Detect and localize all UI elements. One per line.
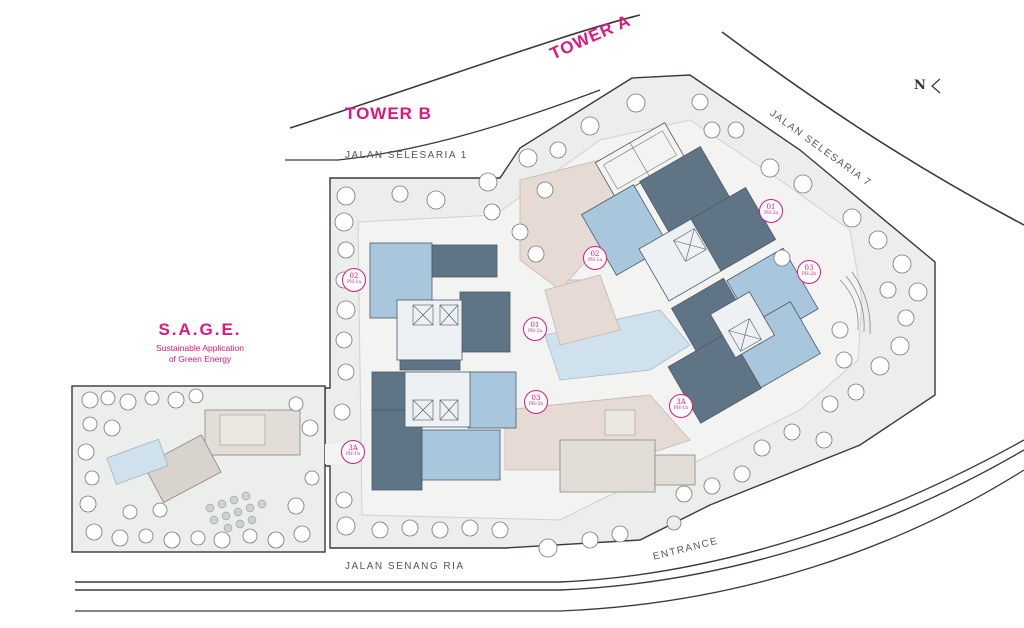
sage-title: S.A.G.E. <box>158 320 242 339</box>
unit-marker-tower-b-02[interactable]: 02 PH-1a <box>342 268 366 292</box>
sage-subtitle-line-2: of Green Energy <box>168 354 232 364</box>
unit-marker-tower-b-03[interactable]: 03 PH-2b <box>524 390 548 414</box>
sage-trees <box>77 388 320 549</box>
unit-code: PH-2b <box>801 272 817 277</box>
tower-b-footprint <box>369 242 517 491</box>
tower-a-cores <box>673 228 762 352</box>
unit-number: 03 <box>804 264 814 272</box>
sage-pavilion <box>143 434 222 504</box>
sage-solar-array <box>205 491 267 533</box>
unit-code: PH-1a <box>346 280 362 285</box>
tower-a-footprint <box>580 145 821 424</box>
unit-number: 01 <box>766 203 776 211</box>
road-selesaria7-edge <box>721 31 1024 226</box>
road-senang-ria-edge-1 <box>75 439 1024 583</box>
tower-b-cores <box>412 304 459 421</box>
unit-number: 01 <box>530 321 540 329</box>
unit-code: PH-2a <box>763 211 779 216</box>
unit-marker-tower-a-01[interactable]: 01 PH-2a <box>759 199 783 223</box>
unit-code: PH-1b <box>345 452 361 457</box>
unit-marker-tower-b-3a[interactable]: 3A PH-1b <box>341 440 365 464</box>
unit-marker-tower-a-02[interactable]: 02 PH-1a <box>583 246 607 270</box>
unit-code: PH-2b <box>528 402 544 407</box>
sage-building-2 <box>219 414 266 446</box>
unit-marker-tower-b-01[interactable]: 01 PH-2a <box>523 317 547 341</box>
sage-pond <box>106 438 169 485</box>
north-label: N <box>914 78 926 93</box>
unit-code: PH-1b <box>673 406 689 411</box>
road-label-senang-ria: JALAN SENANG RIA <box>345 561 465 572</box>
unit-number: 3A <box>348 444 358 452</box>
unit-marker-tower-a-3a[interactable]: 3A PH-1b <box>669 394 693 418</box>
entrance-roundabout <box>666 515 682 531</box>
unit-number: 03 <box>531 394 541 402</box>
north-arrow-icon <box>931 78 941 94</box>
clubhouse <box>559 439 656 493</box>
road-senang-ria-edge-3 <box>75 469 1024 612</box>
tower-b-label: TOWER B <box>345 104 432 123</box>
terrace-central <box>544 274 621 346</box>
pavilion <box>604 409 636 436</box>
road-label-selesaria-1: JALAN SELESARIA 1 <box>345 150 468 161</box>
road-senang-ria-edge-2 <box>75 449 1024 591</box>
road-selesaria1-edge <box>285 89 601 161</box>
guardhouse <box>654 454 696 486</box>
unit-number: 02 <box>590 250 600 258</box>
unit-code: PH-2a <box>527 329 543 334</box>
slope-steps <box>839 271 871 335</box>
sage-subtitle-line-1: Sustainable Application <box>156 343 244 353</box>
site-trees <box>333 93 928 558</box>
unit-number: 02 <box>349 272 359 280</box>
sage-connector <box>325 444 345 464</box>
unit-marker-tower-a-03[interactable]: 03 PH-2b <box>797 260 821 284</box>
road-tower-a-edge <box>289 14 641 129</box>
unit-code: PH-1a <box>587 258 603 263</box>
unit-number: 3A <box>676 398 686 406</box>
